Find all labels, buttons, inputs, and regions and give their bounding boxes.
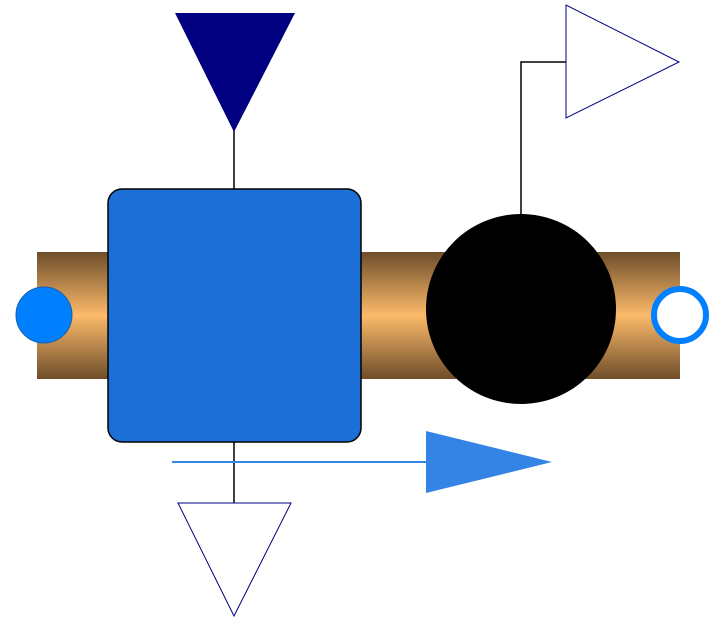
port-b-icon[interactable] [651, 286, 709, 344]
input-signal-icon[interactable] [175, 13, 295, 132]
block-icon[interactable] [107, 188, 362, 443]
flow-arrow-head-icon [426, 431, 552, 493]
output-signal-icon[interactable] [177, 502, 292, 618]
sensor-output-signal-icon[interactable] [565, 4, 681, 119]
port-a-icon[interactable] [15, 286, 73, 344]
sensor-icon[interactable] [426, 214, 616, 404]
sensor-output-connector-line [520, 61, 566, 215]
